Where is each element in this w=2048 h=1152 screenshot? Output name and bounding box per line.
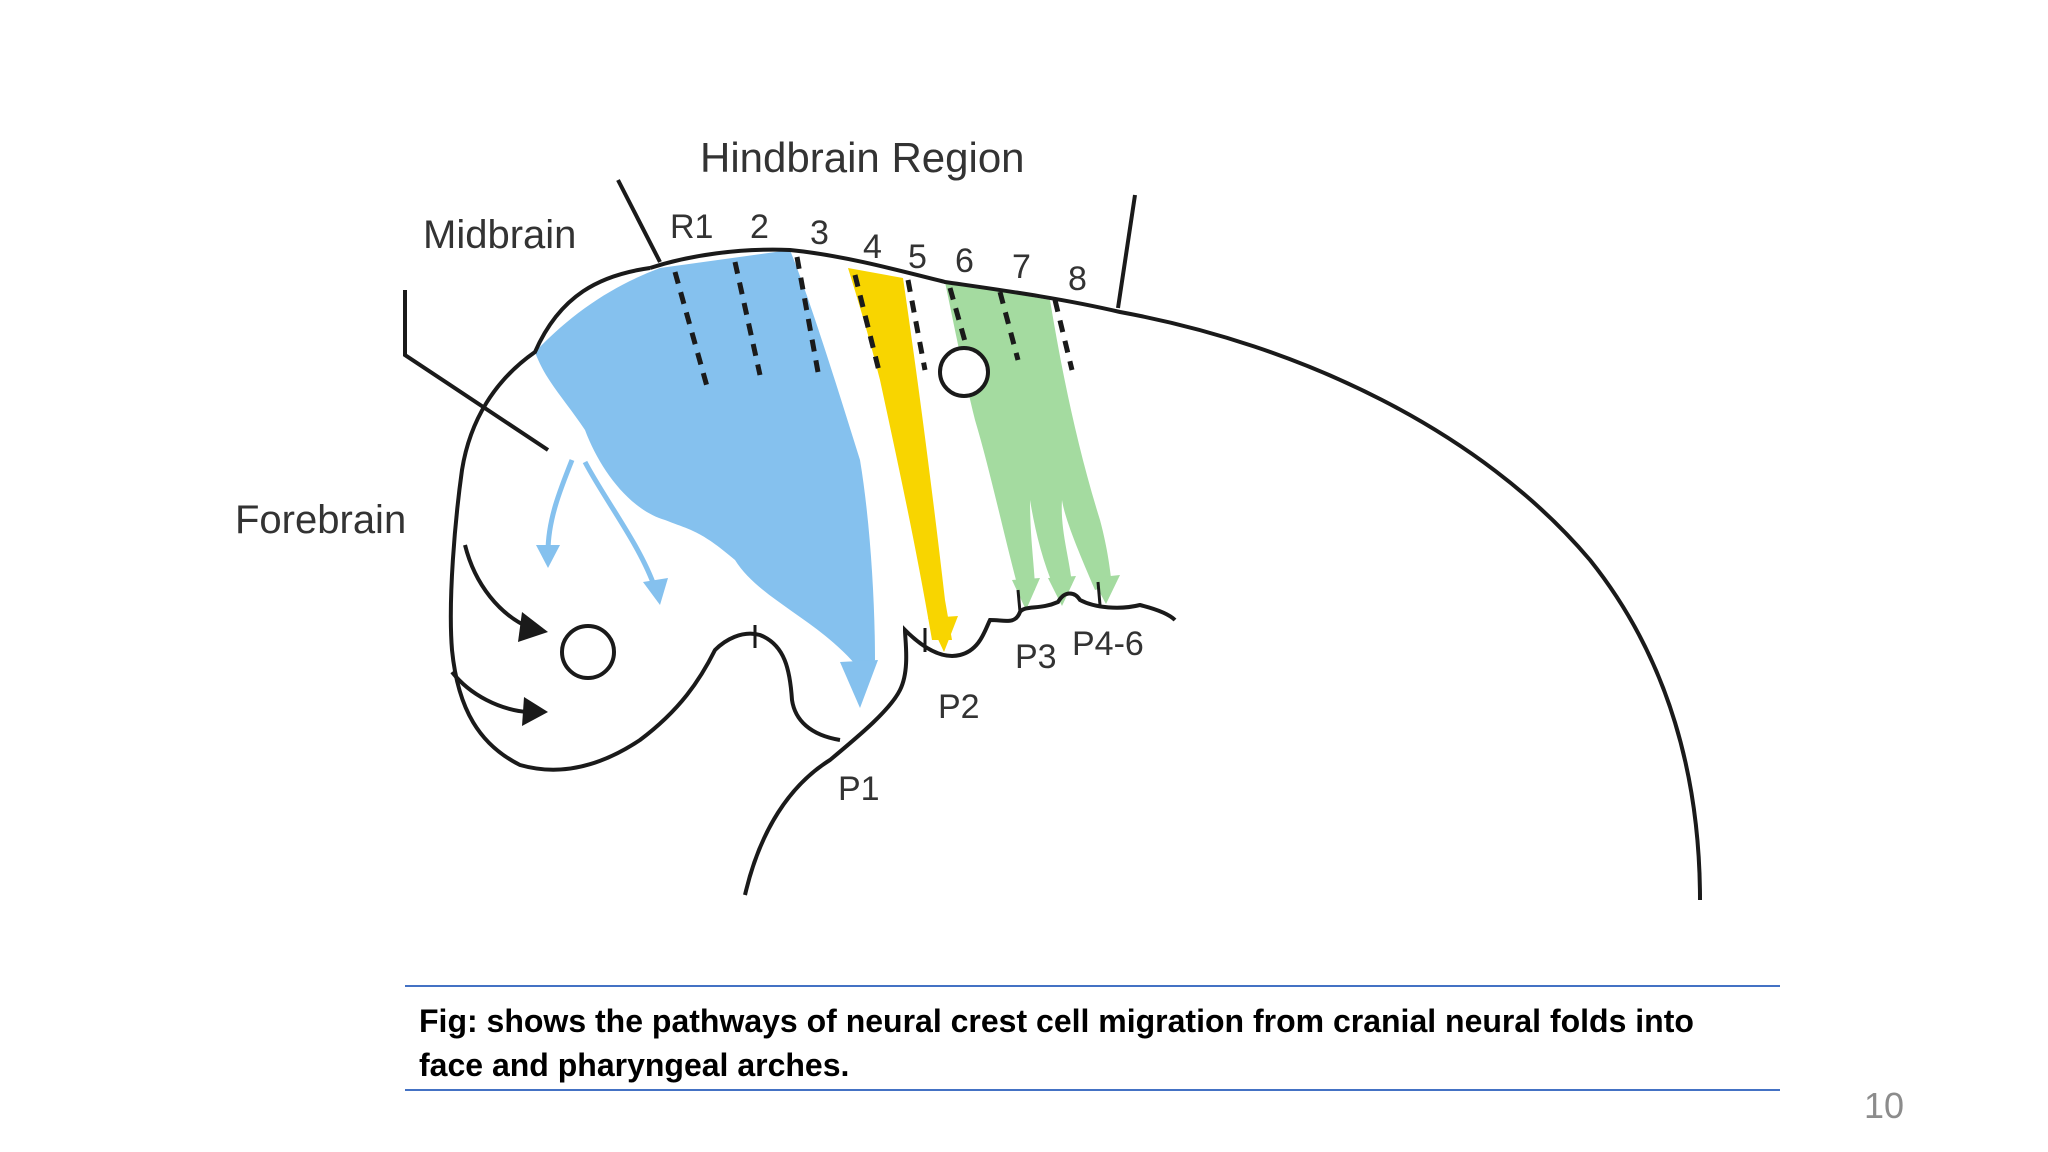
green-migration-stream: [945, 282, 1112, 595]
otic-vesicle: [938, 346, 990, 398]
caption-text: Fig: shows the pathways of neural crest …: [419, 1003, 1694, 1083]
blue-arrowhead-2: [643, 578, 668, 605]
yellow-arrowhead-p2: [928, 616, 958, 652]
arch-label-p2: P2: [938, 688, 980, 726]
rhombomere-label-4: 4: [863, 228, 882, 266]
arch-label-p4-6: P4-6: [1072, 625, 1144, 663]
face-arrowhead-lower: [522, 697, 548, 726]
rhombomere-label-3: 3: [810, 214, 829, 252]
hindbrain-boundary-line: [1116, 194, 1137, 309]
forebrain-label: Forebrain: [235, 498, 406, 542]
rhombomere-label-7: 7: [1012, 248, 1031, 286]
embryo-head-outline: [448, 266, 841, 772]
green-arrowhead-2: [1048, 576, 1076, 606]
embryo-outline: [743, 591, 1177, 896]
eye-circle: [560, 624, 616, 680]
green-arrowhead-1: [1012, 578, 1040, 610]
blue-migration-stream: [535, 250, 875, 670]
rhombomere-label-2: 2: [750, 208, 769, 246]
midbrain-label: Midbrain: [423, 213, 576, 257]
embryo-back-outline: [649, 247, 1702, 901]
yellow-migration-stream: [848, 268, 952, 640]
face-arrowhead-upper: [518, 612, 548, 642]
blue-arrow-2: [582, 460, 658, 589]
forebrain-pointer-line: [403, 290, 550, 452]
hindbrain-region-label: Hindbrain Region: [700, 134, 1025, 181]
blue-arrowhead-1: [536, 545, 560, 568]
rhombomere-label-5: 5: [908, 238, 927, 276]
arch-boundary-4: [1096, 581, 1102, 606]
face-arrow-lower: [450, 670, 529, 714]
rhombomere-label-8: 8: [1068, 260, 1087, 298]
blue-arrowhead-p1: [840, 660, 878, 708]
rhombomere-label-6: 6: [955, 242, 974, 280]
midbrain-boundary-line: [616, 179, 662, 263]
face-arrow-upper: [463, 544, 531, 630]
arch-boundary-3: [1016, 589, 1022, 613]
arch-label-p3: P3: [1015, 638, 1057, 676]
blue-arrow-1: [545, 459, 575, 553]
rhombomere-label-r1: R1: [670, 208, 713, 246]
arch-label-p1: P1: [838, 770, 880, 808]
figure-caption: Fig: shows the pathways of neural crest …: [405, 985, 1780, 1091]
rhombomere-boundaries: [672, 256, 1075, 391]
page-number: 10: [1863, 1085, 1904, 1126]
